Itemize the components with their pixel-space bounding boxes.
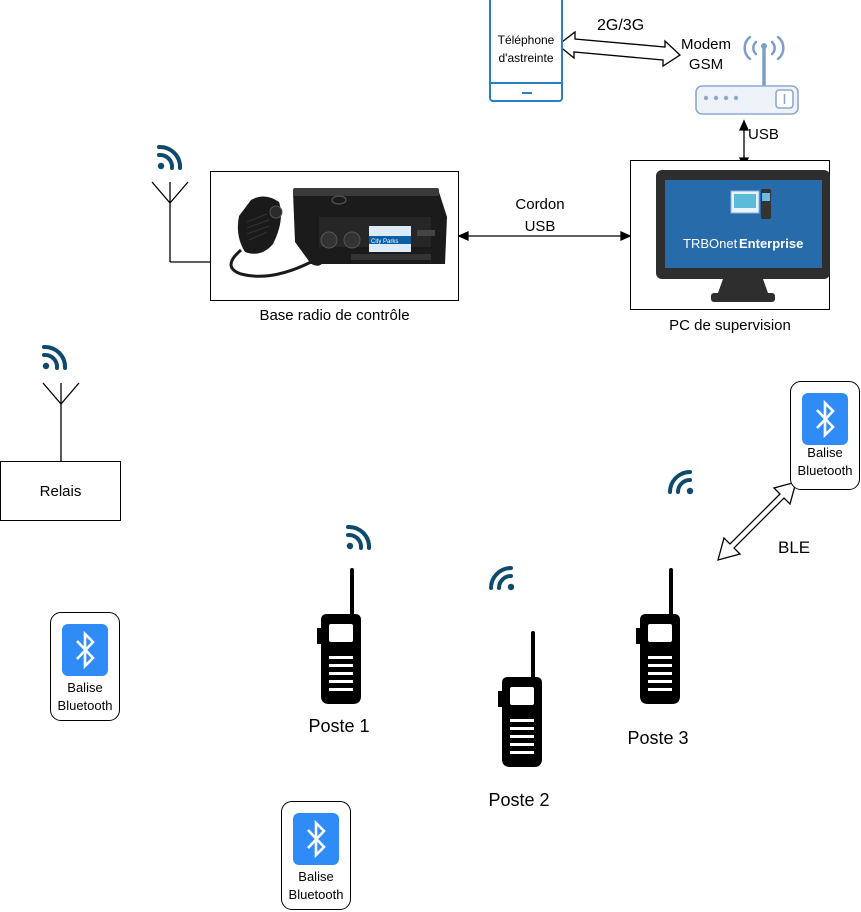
modem-label-line2: GSM (688, 56, 724, 73)
gsm-link-arrow (556, 30, 682, 68)
bluetooth-beacon: Balise Bluetooth (281, 801, 351, 910)
on-call-phone (489, 0, 563, 102)
signal-icon-poste1 (346, 525, 371, 550)
pc-label: PC de supervision (669, 317, 791, 334)
radio-label-2: Poste 2 (488, 790, 550, 810)
bluetooth-icon (62, 624, 108, 676)
ble-link-label: BLE (778, 538, 811, 557)
signal-icon-relay (42, 345, 67, 370)
base-radio-label: Base radio de contrôle (259, 307, 410, 324)
phone-label-line2: d'astreinte (498, 51, 554, 65)
beacon-label-line2: Bluetooth (288, 887, 344, 902)
signal-icon-poste3 (668, 470, 694, 495)
phone-screen-top (491, 82, 561, 84)
radio-label-3: Poste 3 (627, 728, 689, 748)
pc-screen-product: Enterprise (739, 236, 803, 251)
bluetooth-beacon: Balise Bluetooth (50, 612, 120, 721)
base-radio-image: City Parks (229, 188, 447, 278)
pc-screen-brand: TRBOnet (683, 236, 738, 251)
pc-box: TRBOnet Enterprise (630, 160, 830, 310)
modem-icon (695, 35, 799, 115)
beacon-label-line1: Balise (298, 869, 334, 884)
modem-label-line1: Modem (680, 36, 732, 53)
radio-label-1: Poste 1 (308, 716, 370, 736)
beacon-label-line1: Balise (67, 680, 103, 695)
gsm-link-label: 2G/3G (597, 17, 645, 34)
relay-label: Relais (39, 483, 82, 500)
handheld-radio-2 (498, 631, 546, 771)
phone-button (522, 92, 532, 94)
handheld-radio-1 (317, 568, 365, 708)
signal-icon-poste2 (489, 566, 515, 591)
handheld-radio-3 (636, 568, 684, 708)
relay-box: Relais (0, 461, 121, 521)
usb-modem-label: USB (748, 126, 779, 143)
usb-cable-link (457, 230, 632, 242)
bluetooth-icon (802, 393, 848, 445)
base-antenna (151, 181, 210, 263)
bluetooth-beacon: Balise Bluetooth (790, 381, 860, 490)
bluetooth-icon (293, 813, 339, 865)
base-radio-box: City Parks (210, 171, 459, 301)
signal-icon-base (157, 145, 182, 170)
usb-cable-label-line2: USB (524, 218, 556, 235)
phone-label-line1: Téléphone (497, 33, 555, 47)
relay-antenna (42, 382, 80, 461)
beacon-label-line2: Bluetooth (57, 698, 113, 713)
monitor-image: TRBOnet Enterprise (656, 170, 830, 302)
beacon-label-line2: Bluetooth (797, 463, 853, 478)
beacon-label-line1: Balise (807, 445, 843, 460)
usb-cable-label-line1: Cordon (515, 196, 565, 213)
base-radio-screen-text: City Parks (371, 239, 398, 245)
